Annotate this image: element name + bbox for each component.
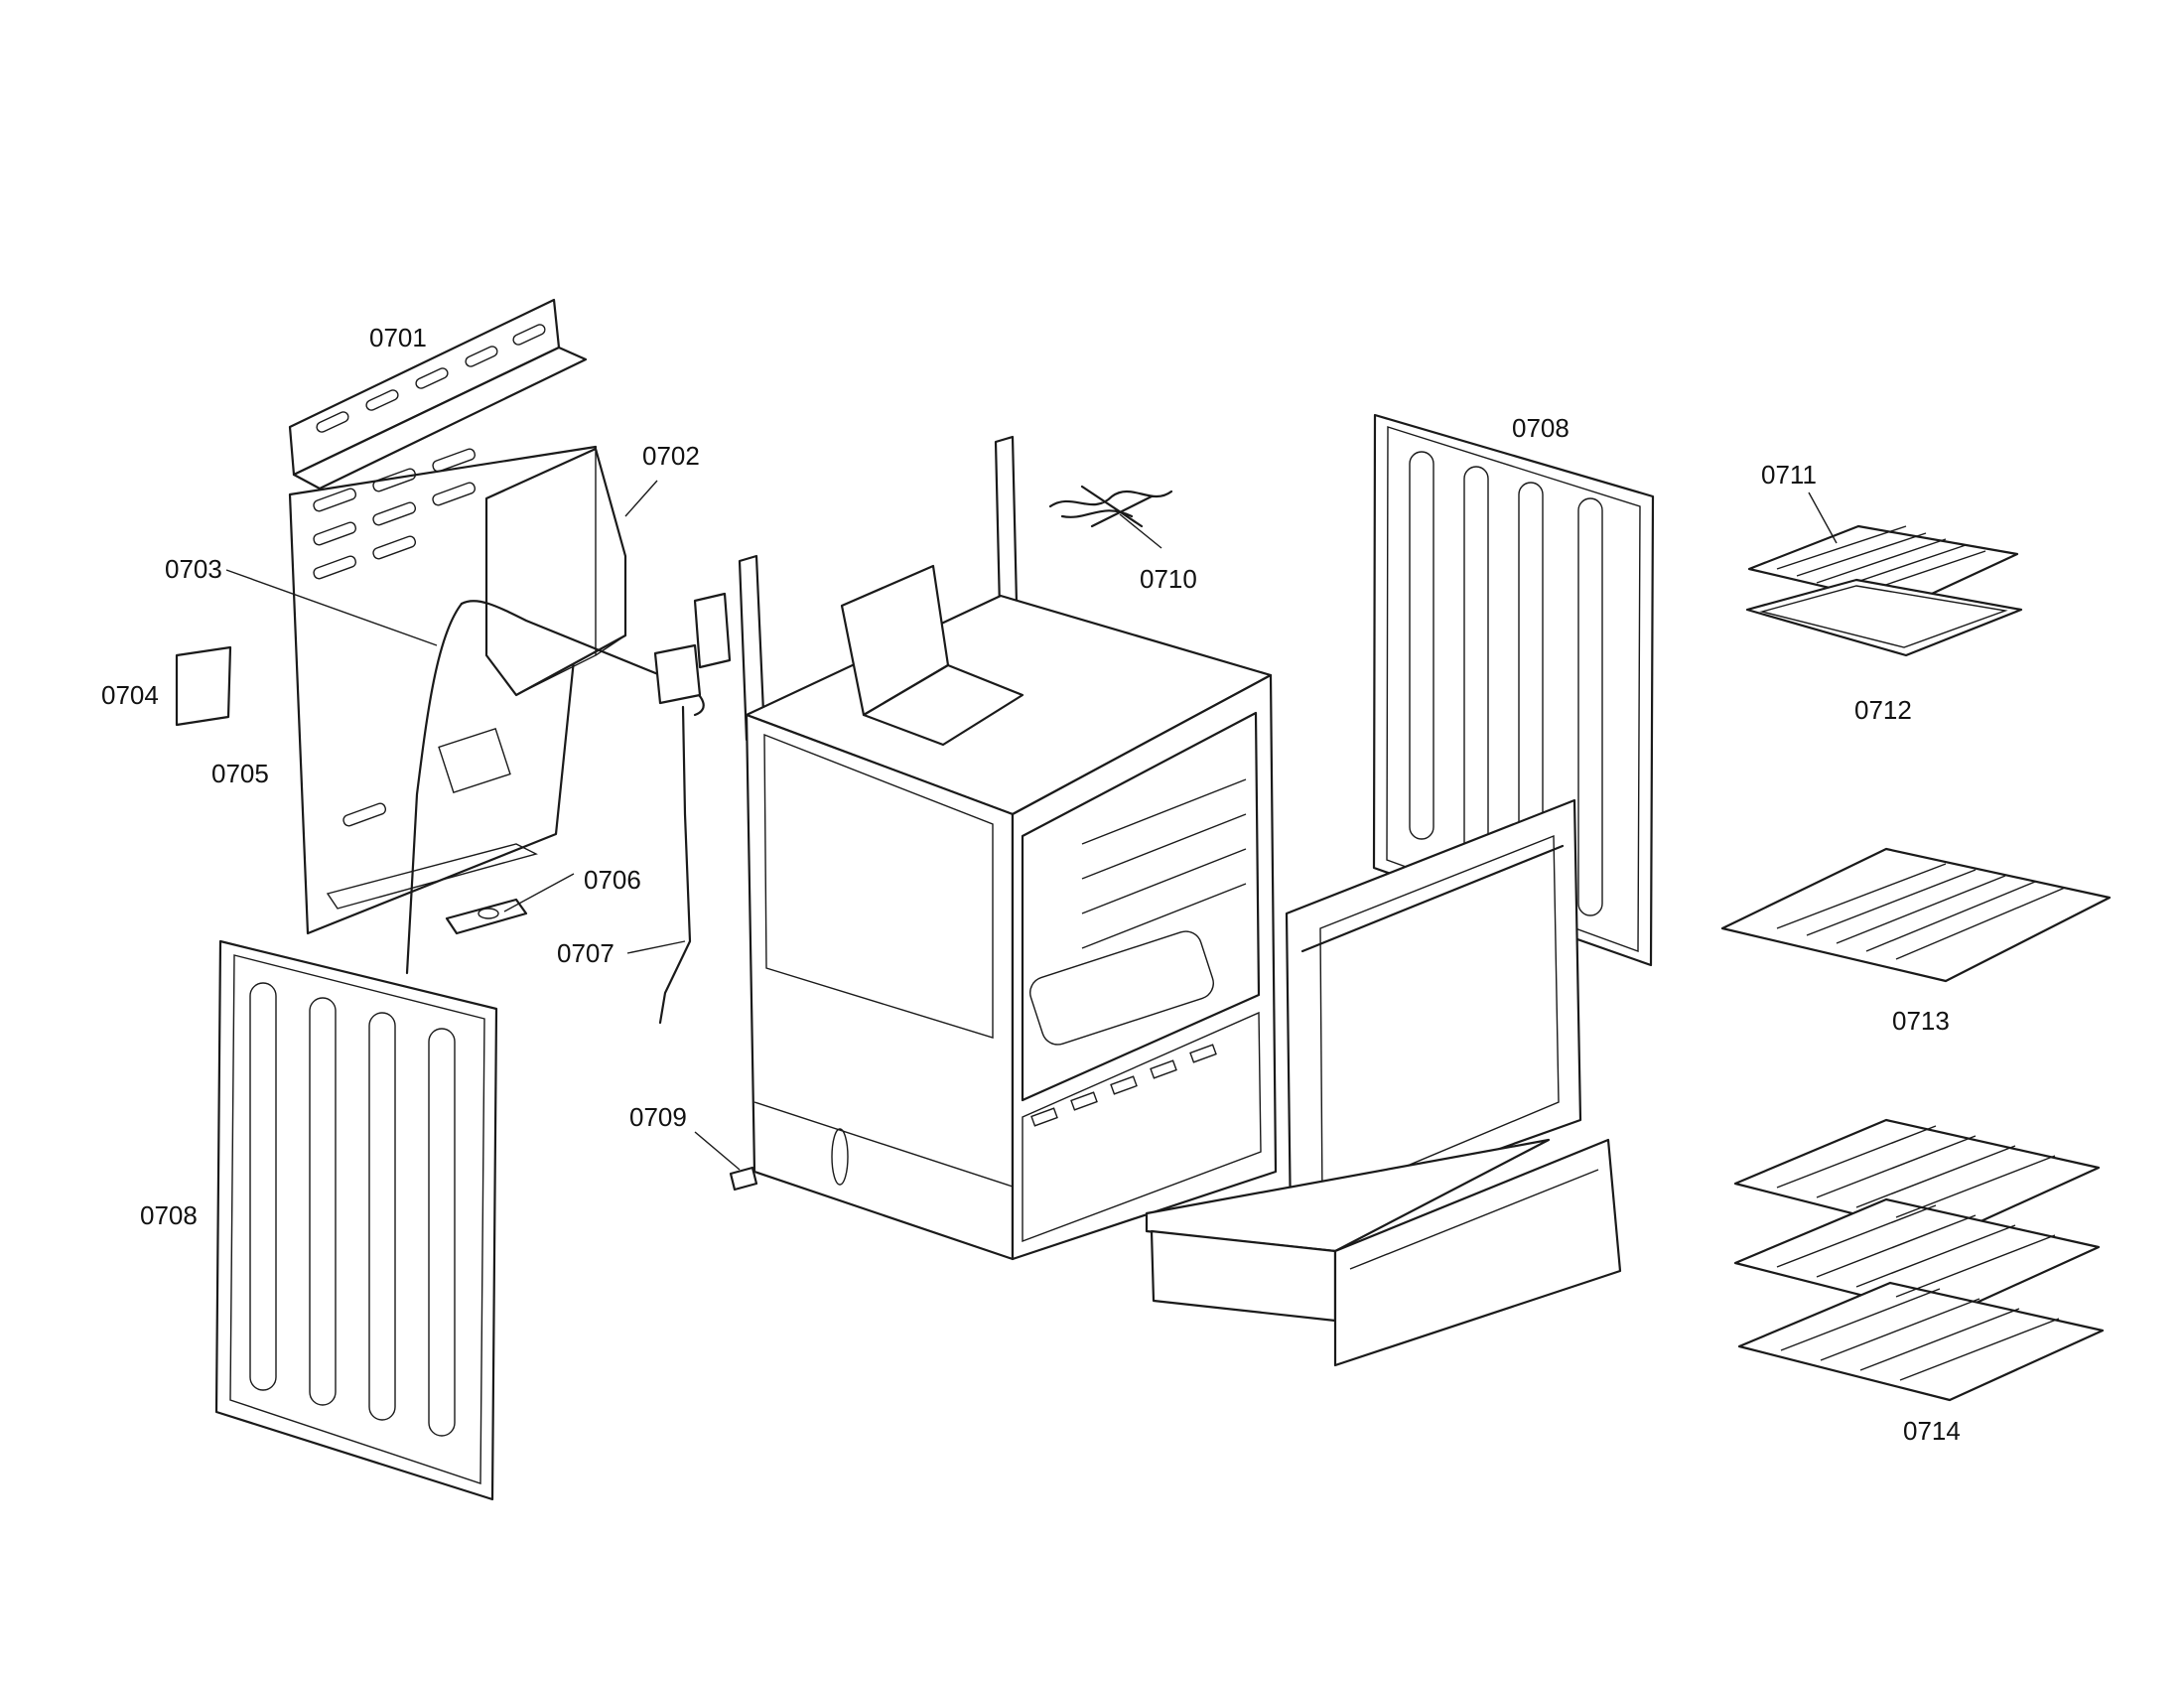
part-0713-rack — [1720, 847, 2112, 983]
part-0703-gas-tube — [405, 600, 705, 1025]
part-0701-vent-panel — [288, 298, 588, 491]
label-0708-right: 0708 — [1512, 413, 1570, 443]
label-0704: 0704 — [101, 680, 159, 710]
part-0702-bracket — [484, 447, 627, 697]
storage-drawer — [1145, 1138, 1622, 1367]
label-0702: 0702 — [642, 441, 700, 471]
label-0711: 0711 — [1761, 460, 1817, 490]
label-0706: 0706 — [584, 865, 641, 895]
label-0703: 0703 — [165, 554, 222, 584]
part-0710-wire-harness — [1048, 485, 1173, 528]
oven-door — [1285, 798, 1582, 1225]
part-0706-regulator — [445, 898, 528, 935]
oven-body — [729, 435, 1278, 1261]
label-0701: 0701 — [369, 323, 427, 352]
leader-0703 — [225, 569, 438, 646]
label-0709: 0709 — [629, 1102, 687, 1132]
label-0714: 0714 — [1903, 1416, 1961, 1446]
label-0712: 0712 — [1854, 695, 1912, 725]
label-0710: 0710 — [1140, 564, 1197, 594]
part-0708-right-side-panel — [1372, 413, 1655, 967]
leader-0706 — [503, 873, 575, 912]
leader-0702 — [624, 480, 658, 517]
label-0708-left: 0708 — [140, 1200, 198, 1230]
part-0704-small-plate — [175, 645, 232, 727]
part-0712-broil-pan — [1745, 578, 2023, 657]
leader-0711 — [1808, 491, 1838, 544]
part-0714-racks — [1733, 1118, 2105, 1402]
label-0713: 0713 — [1892, 1006, 1950, 1036]
leader-0707 — [626, 940, 686, 954]
leader-0709 — [694, 1131, 741, 1171]
leader-lines — [225, 480, 1838, 1171]
label-0705: 0705 — [211, 759, 269, 788]
leader-0710 — [1119, 513, 1162, 549]
part-0708-left-side-panel — [214, 939, 498, 1501]
label-0707: 0707 — [557, 938, 614, 968]
valve-assembly — [653, 592, 732, 705]
